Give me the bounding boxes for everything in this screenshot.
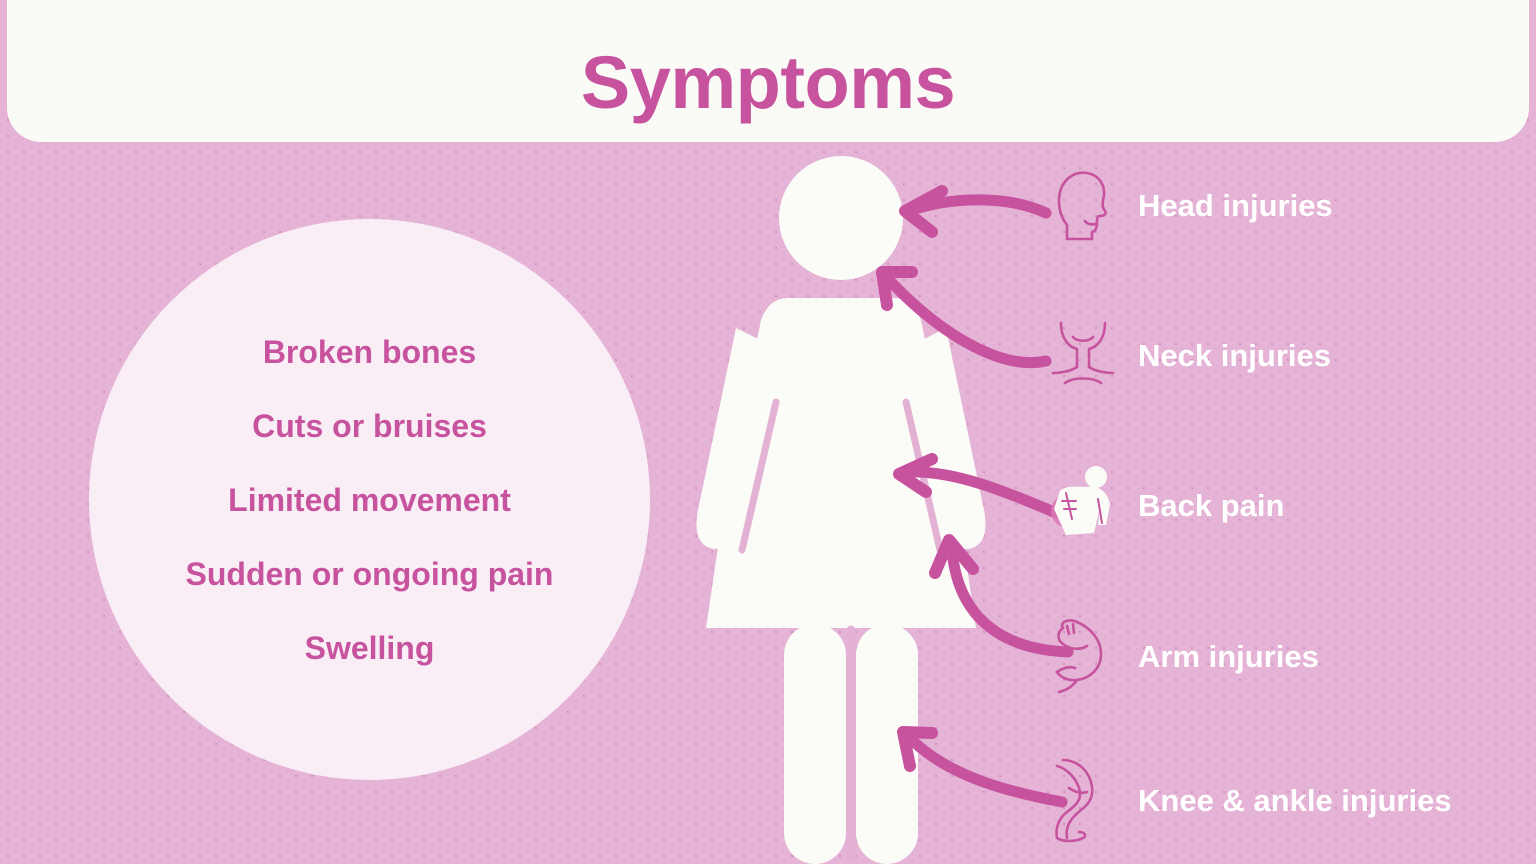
figure-torso-dress — [706, 298, 976, 628]
injury-label-back[interactable]: Back pain — [1046, 457, 1284, 553]
symptom-item: Cuts or bruises — [252, 407, 487, 444]
figure-left-arm-gap — [738, 398, 780, 554]
injury-label-knee-ankle[interactable]: Knee & ankle injuries — [1046, 752, 1452, 848]
symptom-item: Swelling — [304, 629, 435, 666]
symptom-item: Broken bones — [262, 333, 477, 370]
neck-throat-icon — [1046, 310, 1120, 400]
injury-label-text: Arm injuries — [1138, 638, 1319, 674]
injury-label-text: Back pain — [1138, 487, 1285, 523]
head-profile-icon — [1046, 160, 1120, 250]
flexed-bicep-icon — [1046, 611, 1120, 701]
figure-head — [779, 156, 903, 280]
symptom-item: Sudden or ongoing pain — [185, 555, 554, 592]
bent-leg-icon — [1046, 755, 1120, 845]
header-bar: Symptoms — [7, 0, 1529, 142]
symptom-list-circle: Broken bones Cuts or bruises Limited mov… — [89, 219, 650, 780]
symptom-item: Limited movement — [228, 481, 511, 518]
figure-left-arm — [696, 328, 772, 549]
injury-label-text: Neck injuries — [1138, 337, 1331, 373]
injury-label-neck[interactable]: Neck injuries — [1046, 307, 1331, 403]
injury-label-arm[interactable]: Arm injuries — [1046, 608, 1319, 704]
injury-label-head[interactable]: Head injuries — [1046, 157, 1333, 253]
female-body-pictogram — [676, 150, 1006, 864]
page-title: Symptoms — [580, 41, 956, 124]
injury-label-text: Head injuries — [1138, 187, 1333, 223]
injury-label-text: Knee & ankle injuries — [1138, 782, 1452, 818]
bent-back-person-icon — [1046, 460, 1120, 550]
figure-left-leg — [784, 624, 846, 864]
figure-right-leg — [856, 624, 918, 864]
